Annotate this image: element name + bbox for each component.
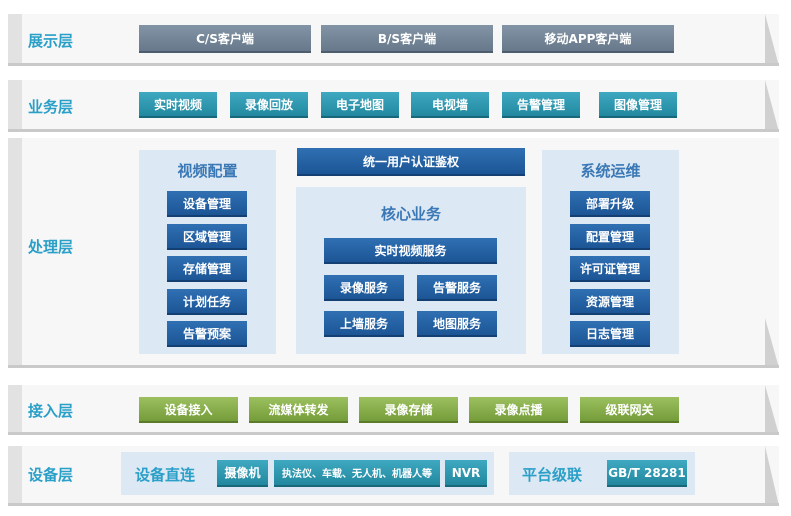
core-business-title: 核心业务 [380,205,441,223]
storage-management-button[interactable]: 存储管理 [167,256,247,282]
device-layer: 设备层 设备直连 摄像机 执法仪、车载、无人机、机器人等 NVR 平台级联 GB… [8,446,779,506]
resource-management-button[interactable]: 资源管理 [570,289,650,315]
nvr-button[interactable]: NVR [445,460,487,487]
camera-button[interactable]: 摄像机 [217,460,268,487]
image-management-button[interactable]: 图像管理 [599,92,677,118]
mobile-devices-button[interactable]: 执法仪、车载、无人机、机器人等 [274,460,440,487]
presentation-layer: 展示层 C/S客户端 B/S客户端 移动APP客户端 [8,14,779,66]
business-layer: 业务层 实时视频 录像回放 电子地图 电视墙 告警管理 图像管理 [8,80,779,132]
license-management-button[interactable]: 许可证管理 [570,256,650,282]
direct-connect-group: 设备直连 摄像机 执法仪、车载、无人机、机器人等 NVR [121,452,494,495]
tv-wall-button[interactable]: 电视墙 [411,92,489,118]
map-service-button[interactable]: 地图服务 [417,311,497,337]
bs-client-button[interactable]: B/S客户端 [321,25,493,53]
platform-cascade-group: 平台级联 GB/T 28281 [509,452,695,495]
unified-auth-button[interactable]: 统一用户认证鉴权 [297,148,525,176]
business-layer-title: 业务层 [28,98,74,116]
direct-connect-title: 设备直连 [135,466,196,484]
mobile-app-client-button[interactable]: 移动APP客户端 [502,25,674,53]
gbt-28281-button[interactable]: GB/T 28281 [607,460,687,487]
processing-layer-title: 处理层 [28,238,74,256]
log-management-button[interactable]: 日志管理 [570,321,650,347]
deploy-upgrade-button[interactable]: 部署升级 [570,191,650,217]
presentation-layer-title: 展示层 [28,32,74,50]
scheduled-task-button[interactable]: 计划任务 [167,289,247,315]
recording-service-button[interactable]: 录像服务 [324,275,404,301]
alarm-service-button[interactable]: 告警服务 [417,275,497,301]
video-config-panel: 视频配置 设备管理 区域管理 存储管理 计划任务 告警预案 [139,150,276,354]
system-ops-panel: 系统运维 部署升级 配置管理 许可证管理 资源管理 日志管理 [542,150,679,354]
processing-layer: 处理层 视频配置 设备管理 区域管理 存储管理 计划任务 告警预案 统一用户认证… [8,138,779,368]
device-access-button[interactable]: 设备接入 [139,397,238,423]
cs-client-button[interactable]: C/S客户端 [139,25,311,53]
device-layer-title: 设备层 [28,466,74,484]
config-management-button[interactable]: 配置管理 [570,224,650,250]
realtime-video-service-button[interactable]: 实时视频服务 [324,238,497,264]
recording-storage-button[interactable]: 录像存储 [359,397,458,423]
access-layer-title: 接入层 [28,402,74,420]
system-ops-title: 系统运维 [580,162,641,180]
device-management-button[interactable]: 设备管理 [167,191,247,217]
playback-button[interactable]: 录像回放 [230,92,308,118]
stream-forwarding-button[interactable]: 流媒体转发 [249,397,348,423]
cascade-gateway-button[interactable]: 级联网关 [580,397,679,423]
alarm-plan-button[interactable]: 告警预案 [167,321,247,347]
video-config-title: 视频配置 [177,162,238,180]
alarm-management-button[interactable]: 告警管理 [502,92,580,118]
wall-service-button[interactable]: 上墙服务 [324,311,404,337]
core-business-panel: 核心业务 实时视频服务 录像服务 告警服务 上墙服务 地图服务 [296,187,526,354]
recording-vod-button[interactable]: 录像点播 [469,397,568,423]
platform-cascade-title: 平台级联 [522,466,583,484]
e-map-button[interactable]: 电子地图 [321,92,399,118]
area-management-button[interactable]: 区域管理 [167,224,247,250]
access-layer: 接入层 设备接入 流媒体转发 录像存储 录像点播 级联网关 [8,385,779,435]
realtime-video-button[interactable]: 实时视频 [139,92,217,118]
